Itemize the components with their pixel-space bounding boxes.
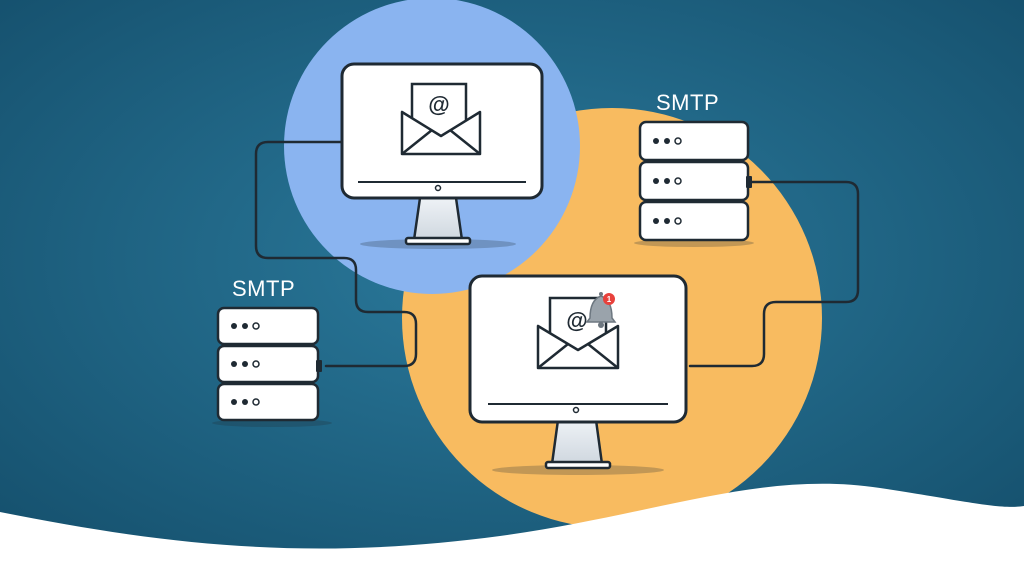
notification-count: 1: [607, 295, 612, 304]
smtp-label-left: SMTP: [232, 276, 295, 302]
server-unit: [218, 308, 318, 344]
server-unit: [640, 122, 748, 160]
sender-monitor-stand: [414, 198, 462, 240]
sender-at-symbol: @: [428, 92, 449, 117]
receiver-at-symbol: @: [566, 308, 587, 333]
server-unit: [640, 202, 748, 240]
server-unit: [640, 162, 748, 200]
notification-badge: 1: [603, 293, 615, 305]
smtp-server-left: [212, 308, 332, 427]
server-unit: [218, 346, 318, 382]
receiver-monitor-stand: [552, 420, 602, 464]
server-unit: [218, 384, 318, 420]
smtp-label-top-right: SMTP: [656, 90, 719, 116]
smtp-server-top-right: [634, 122, 754, 247]
